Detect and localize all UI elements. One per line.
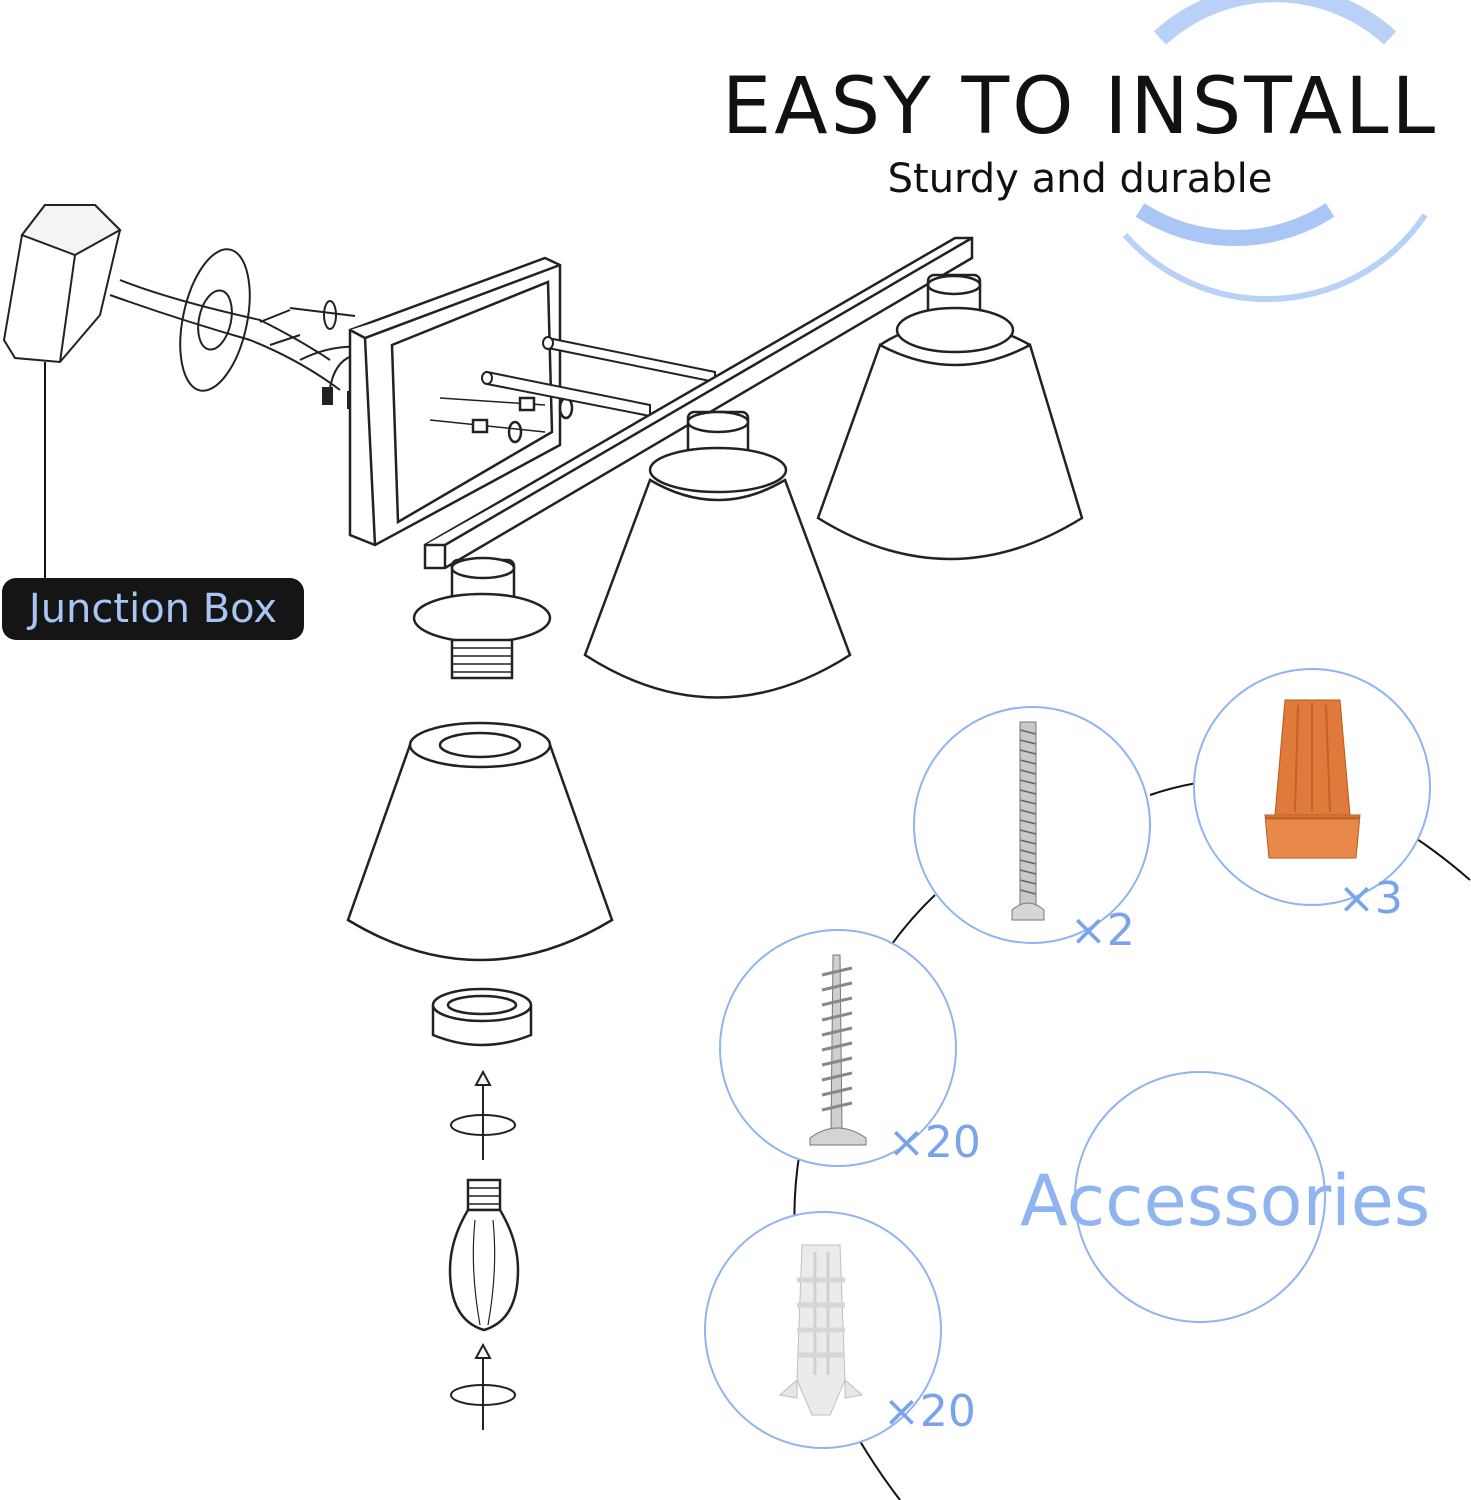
page-title: EASY TO INSTALL	[721, 62, 1439, 152]
lamp-shade-right-icon	[816, 273, 1084, 561]
wire-nut-icon	[1264, 699, 1361, 859]
wall-anchor-icon	[778, 1244, 864, 1416]
bulb-icon	[448, 1178, 520, 1332]
wire-nut-quantity: ×3	[1338, 873, 1403, 924]
lamp-shade-middle-icon	[583, 410, 852, 699]
machine-screw-quantity: ×2	[1070, 905, 1135, 956]
wood-screw-quantity: ×20	[888, 1117, 981, 1168]
wood-screw-icon	[809, 954, 867, 1146]
light-bar-icon	[423, 236, 974, 570]
machine-screw-icon	[1011, 721, 1045, 921]
page-subtitle: Sturdy and durable	[887, 156, 1273, 202]
mounting-plate-icon	[109, 248, 356, 392]
accessory-circle-label	[1074, 1071, 1326, 1323]
glass-shade-icon	[346, 721, 614, 962]
accessories-label: Accessories	[1020, 1160, 1431, 1242]
shade-ring-icon	[431, 987, 533, 1047]
wall-anchor-quantity: ×20	[883, 1386, 976, 1437]
junction-box-label: Junction Box	[2, 578, 304, 640]
backplate-icon	[348, 256, 574, 547]
junction-box-icon	[2, 204, 122, 578]
rotate-arrow-icon-2	[450, 1342, 516, 1430]
socket-icon	[412, 556, 552, 680]
decorative-arcs	[1122, 0, 1428, 303]
rotate-arrow-icon	[450, 1069, 516, 1160]
